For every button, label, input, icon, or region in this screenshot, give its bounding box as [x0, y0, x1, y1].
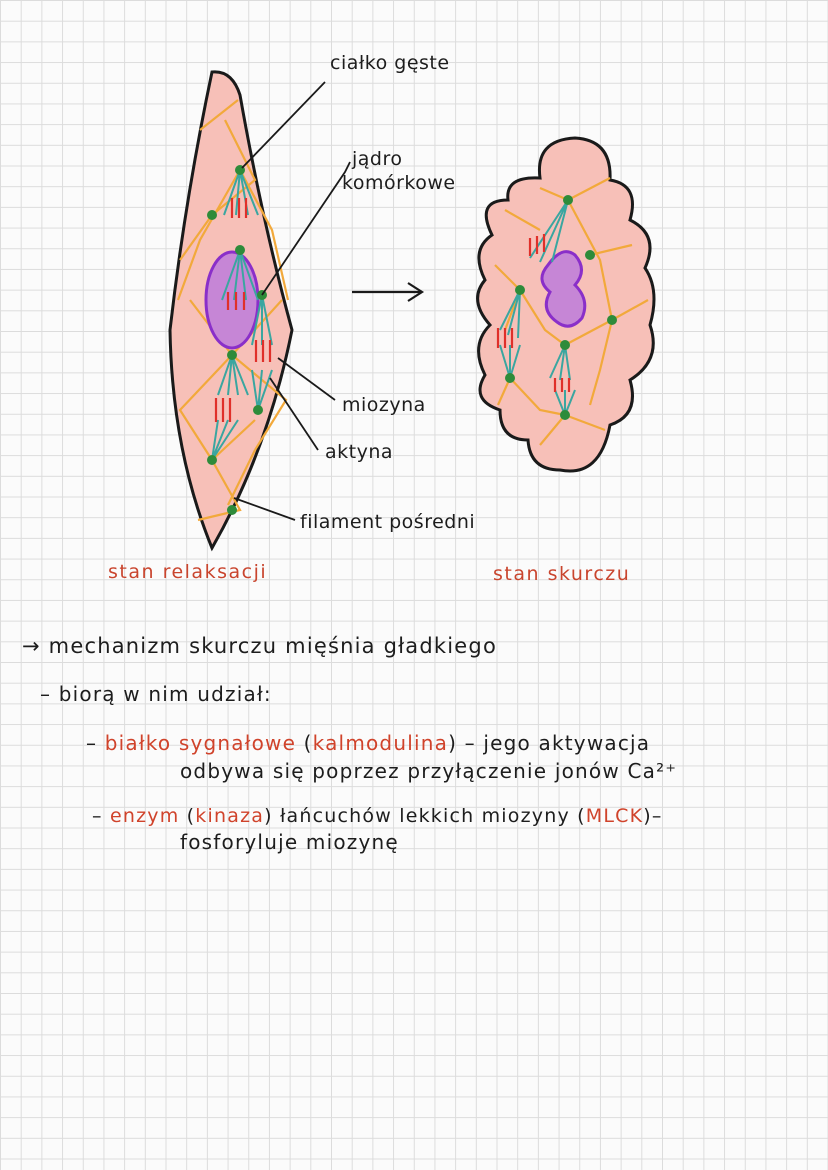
- dense-bodies-contracted: [505, 195, 617, 420]
- myosin-contracted: [496, 234, 571, 392]
- nucleus-relaxed: [204, 250, 260, 350]
- item2-mlck: MLCK: [585, 805, 644, 827]
- item1-dash: –: [86, 731, 98, 755]
- contracted-cell: [476, 136, 656, 473]
- item2-enzyme: enzym: [109, 805, 180, 827]
- smooth-muscle-diagram: [168, 70, 656, 552]
- label-actin: aktyna: [325, 441, 394, 463]
- label-intermediate-filament: filament pośredni: [300, 511, 476, 533]
- notes-item1: – białko sygnałowe (kalmodulina) – jego …: [86, 731, 650, 755]
- item1-calmodulin: kalmodulina: [312, 731, 449, 755]
- caption-contracted: stan skurczu: [493, 563, 631, 585]
- label-nucleus-line1: jądro: [352, 148, 403, 170]
- item1-open-paren: (: [303, 731, 313, 755]
- notes-item2-line2: fosforyluje miozynę: [180, 830, 399, 854]
- notes-intro: – biorą w nim udział:: [40, 682, 272, 706]
- intermediate-filaments-contracted: [494, 177, 649, 446]
- label-nucleus-line2: komórkowe: [342, 172, 456, 194]
- nucleus-contracted: [540, 250, 587, 328]
- transition-arrow: [352, 282, 425, 302]
- label-myosin: miozyna: [342, 394, 426, 416]
- actin-relaxed: [211, 169, 273, 461]
- item1-signal-protein: białko sygnałowe: [104, 731, 297, 755]
- item2-dash: –: [92, 805, 103, 827]
- notes-item2: – enzym (kinaza) łańcuchów lekkich miozy…: [92, 805, 663, 827]
- label-dense-body: ciałko gęste: [330, 52, 450, 74]
- item2-open-paren: (: [186, 805, 196, 827]
- caption-relaxed: stan relaksacji: [108, 561, 268, 583]
- item2-light-chains: ) łańcuchów lekkich miozyny (: [264, 805, 586, 827]
- relaxed-cell: [168, 70, 294, 552]
- notes-item1-line2: odbywa się poprzez przyłączenie jonów Ca…: [180, 759, 678, 783]
- item2-close: )–: [643, 805, 663, 827]
- item1-activation: ) – jego aktywacja: [448, 731, 651, 755]
- notes-heading: → mechanizm skurczu mięśnia gładkiego: [22, 634, 497, 658]
- myosin-relaxed: [214, 198, 272, 422]
- leader-lines: [233, 81, 351, 521]
- item2-kinase: kinaza: [195, 805, 265, 827]
